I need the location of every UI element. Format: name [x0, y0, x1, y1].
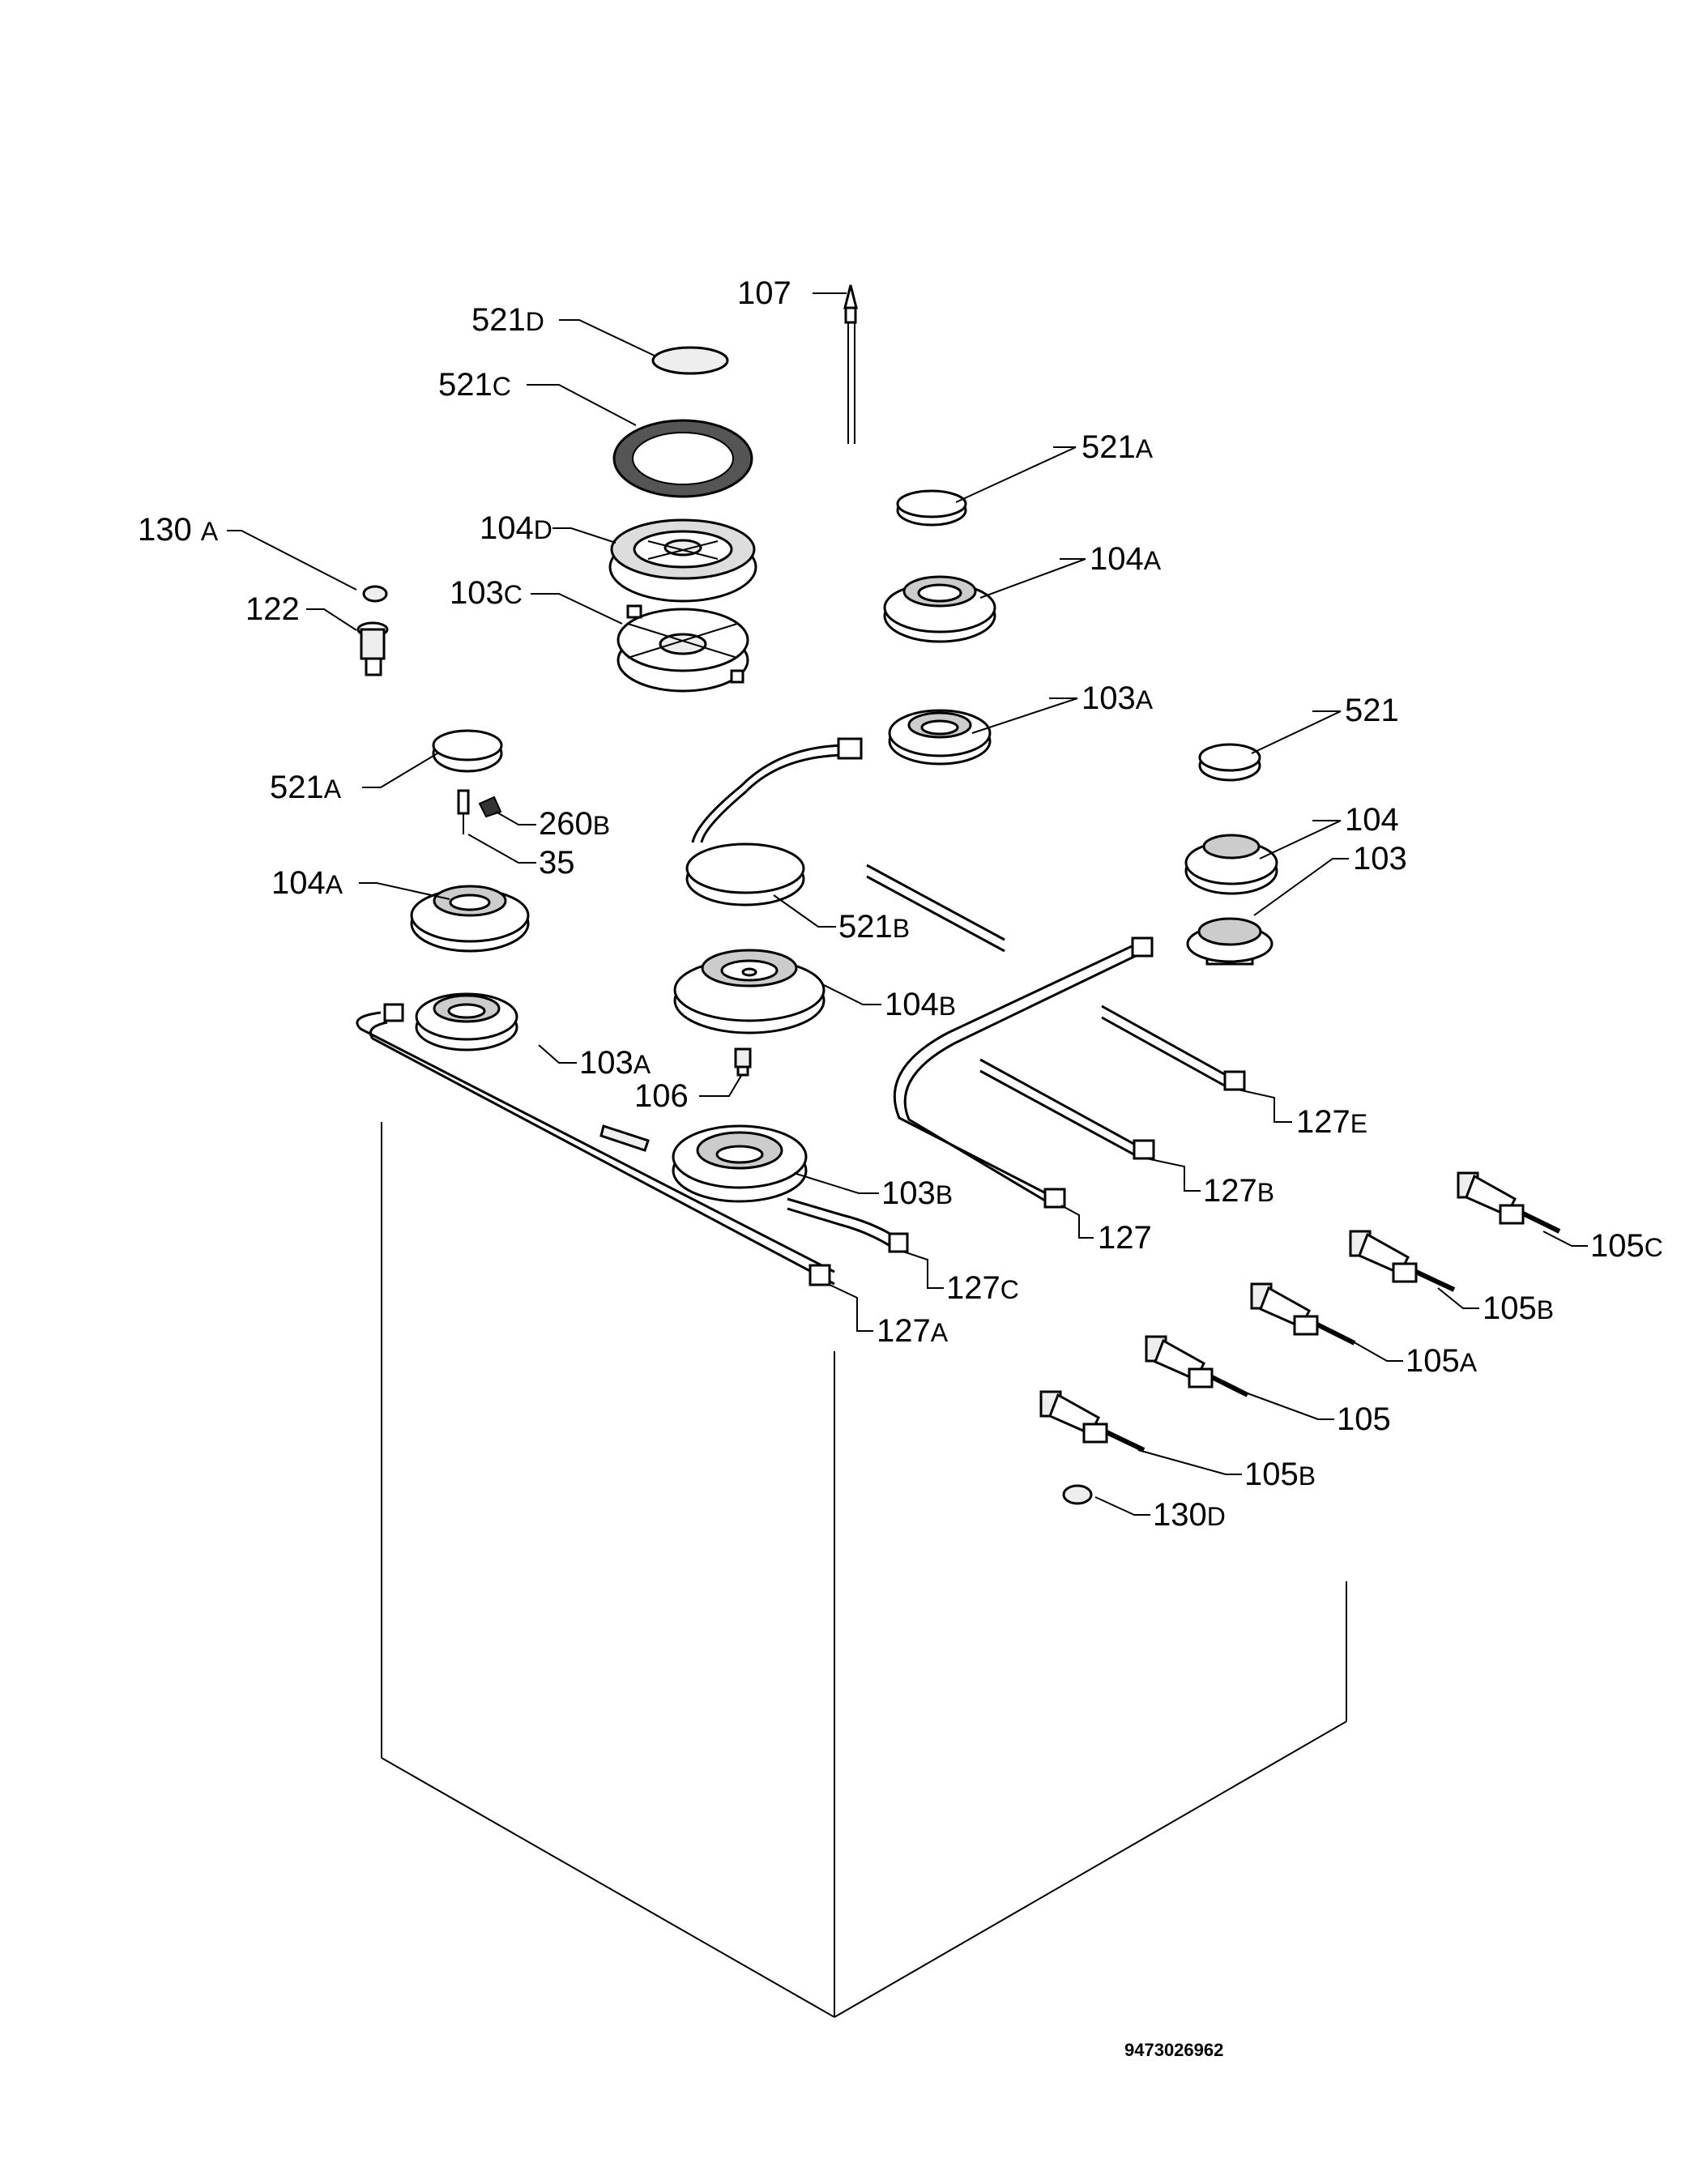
- burner-crown-104b: [673, 949, 826, 1034]
- gas-pipe-127e: [1101, 1005, 1246, 1091]
- callout-127: 127: [1098, 1220, 1152, 1256]
- fitting-122: [356, 621, 389, 676]
- callout-103a-top: 103A: [1082, 680, 1154, 716]
- callout-127a: 127A: [877, 1313, 949, 1349]
- callout-127c: 127C: [946, 1270, 1019, 1306]
- callout-106: 106: [634, 1078, 689, 1114]
- gas-valve-105c: [1457, 1171, 1561, 1234]
- burner-cap-521: [1198, 743, 1261, 782]
- gas-pipe-127b: [979, 1058, 1155, 1160]
- gas-valve-105a: [1250, 1282, 1356, 1346]
- callout-103: 103: [1353, 841, 1407, 877]
- burner-base-103b: [672, 1124, 808, 1203]
- thermocouple-35: [457, 789, 470, 834]
- callout-103c: 103C: [450, 575, 523, 611]
- burner-cap-521a-left: [432, 729, 503, 773]
- gas-valve-105b-bottom: [1039, 1390, 1146, 1452]
- callout-104a-left: 104A: [271, 865, 343, 901]
- callout-127b: 127B: [1203, 1173, 1274, 1209]
- ignition-electrode-107: [843, 284, 858, 444]
- callout-521: 521: [1345, 693, 1399, 728]
- callout-103a-left: 103A: [579, 1045, 651, 1081]
- nut-130a: [362, 585, 388, 603]
- gas-pipe-upper-right: [866, 864, 1005, 953]
- burner-crown-104a-top: [883, 575, 996, 643]
- burner-base-103a-left: [415, 992, 518, 1051]
- gas-pipe-127c: [787, 1197, 909, 1253]
- burner-cap-521a-top: [896, 489, 967, 527]
- callout-104b: 104B: [885, 987, 956, 1022]
- callout-521a-left: 521A: [270, 770, 342, 805]
- gas-pipe-upper-left: [691, 737, 863, 843]
- burner-cap-521b: [685, 842, 805, 906]
- callout-104d: 104D: [480, 510, 552, 546]
- callout-103b: 103B: [881, 1175, 953, 1211]
- leader-lines: [227, 292, 1588, 1516]
- burner-cap-521d: [651, 346, 729, 375]
- clip-260b: [478, 796, 502, 818]
- callout-130d: 130D: [1153, 1497, 1226, 1533]
- nozzle-holder-center: [599, 1124, 650, 1152]
- injector-106: [734, 1047, 752, 1077]
- gas-valve-105b-top: [1349, 1230, 1456, 1292]
- nut-130d: [1062, 1484, 1093, 1505]
- callout-260b: 260B: [539, 806, 610, 842]
- cabinet-outline: [381, 1122, 1347, 2018]
- callout-105c: 105C: [1590, 1228, 1663, 1264]
- callout-521d: 521D: [471, 302, 544, 338]
- burner-crown-104d: [608, 518, 757, 603]
- gas-valve-105: [1145, 1335, 1249, 1397]
- callout-105a: 105A: [1406, 1343, 1478, 1379]
- gas-pipe-127: [893, 936, 1154, 1209]
- callout-127e: 127E: [1296, 1104, 1367, 1140]
- burner-crown-104a-left: [410, 885, 530, 953]
- callout-105b-top: 105B: [1483, 1290, 1554, 1326]
- callout-104a-top: 104A: [1090, 541, 1162, 577]
- burner-ring-521c: [612, 419, 753, 498]
- callout-105: 105: [1337, 1401, 1391, 1437]
- callout-130a: 130 A: [138, 512, 219, 548]
- callout-122: 122: [245, 591, 300, 627]
- burner-base-103: [1186, 917, 1274, 966]
- burner-crown-104: [1184, 834, 1278, 895]
- callout-105b-bottom: 105B: [1244, 1457, 1316, 1492]
- burner-base-103c: [616, 604, 749, 693]
- gas-pipe-127a: [356, 1003, 835, 1286]
- diagram-reference-number: 9473026962: [1124, 2040, 1223, 2060]
- callout-104: 104: [1345, 802, 1399, 838]
- burner-base-103a-top: [888, 709, 992, 766]
- callout-35: 35: [539, 845, 575, 881]
- callout-521b: 521B: [838, 909, 910, 945]
- callout-521a-top: 521A: [1082, 429, 1154, 465]
- callout-521c: 521C: [438, 367, 511, 403]
- callout-107: 107: [737, 275, 791, 311]
